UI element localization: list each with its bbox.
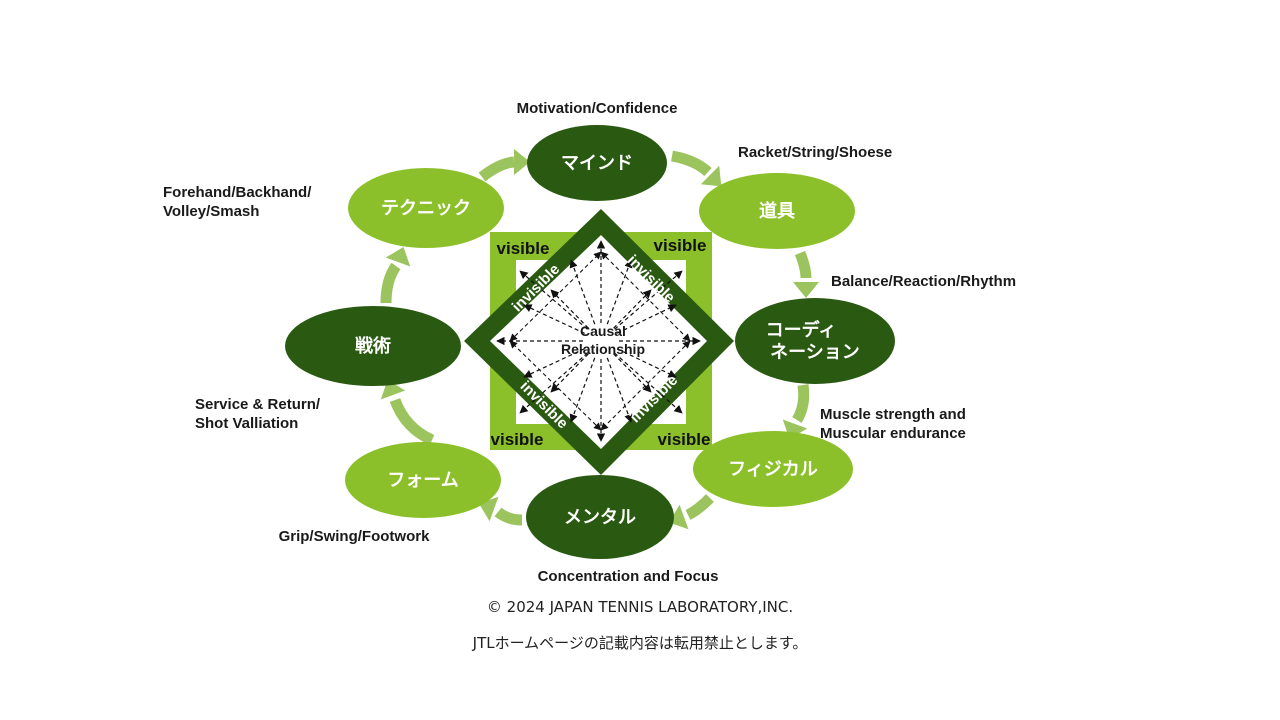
note-mind: Motivation/Confidence [517, 100, 678, 117]
cycle-arrow-1 [478, 149, 530, 182]
node-label-mind: マインド [561, 153, 633, 174]
node-mind: マインド [527, 125, 667, 201]
causal-arrows [496, 240, 701, 442]
node-label-tactics: 戦術 [355, 335, 391, 357]
cycle-arrow-5 [668, 494, 714, 530]
copyright-text: © 2024 JAPAN TENNIS LABORATORY,INC. [486, 598, 794, 616]
node-label-mental: メンタル [564, 507, 636, 528]
visible-label-2: visible [654, 236, 707, 255]
node-label-coordination: コーディネーション [766, 319, 860, 363]
note-tactics: Service & Return/Shot Valliation [195, 396, 321, 432]
note-equipment: Racket/String/Shoese [738, 144, 892, 161]
note-form: Grip/Swing/Footwork [279, 528, 430, 545]
note-coordination: Balance/Reaction/Rhythm [831, 273, 1016, 290]
cycle-arrow-3 [793, 250, 819, 298]
node-mental: メンタル [526, 475, 674, 559]
note-mental: Concentration and Focus [538, 568, 719, 585]
node-tactics: 戦術 [285, 306, 461, 386]
node-notes: Motivation/ConfidenceRacket/String/Shoes… [163, 100, 1016, 585]
node-label-form: フォーム [387, 470, 458, 491]
visible-label-3: visible [491, 430, 544, 449]
node-technique: テクニック [348, 168, 504, 248]
node-coordination: コーディネーション [735, 298, 895, 384]
node-equipment: 道具 [699, 173, 855, 249]
node-label-physical: フィジカル [728, 459, 818, 480]
visible-label-4: visible [658, 430, 711, 449]
node-label-equipment: 道具 [759, 200, 795, 222]
visible-label-1: visible [497, 239, 550, 258]
node-physical: フィジカル [693, 431, 853, 507]
notice-text: JTLホームページの記載内容は転用禁止とします。 [472, 634, 808, 652]
node-label-technique: テクニック [381, 198, 471, 219]
cycle-arrow-2 [670, 150, 722, 187]
cycle-arrow-8 [380, 246, 411, 304]
note-technique: Forehand/Backhand/Volley/Smash [163, 184, 312, 220]
node-form: フォーム [345, 442, 501, 518]
